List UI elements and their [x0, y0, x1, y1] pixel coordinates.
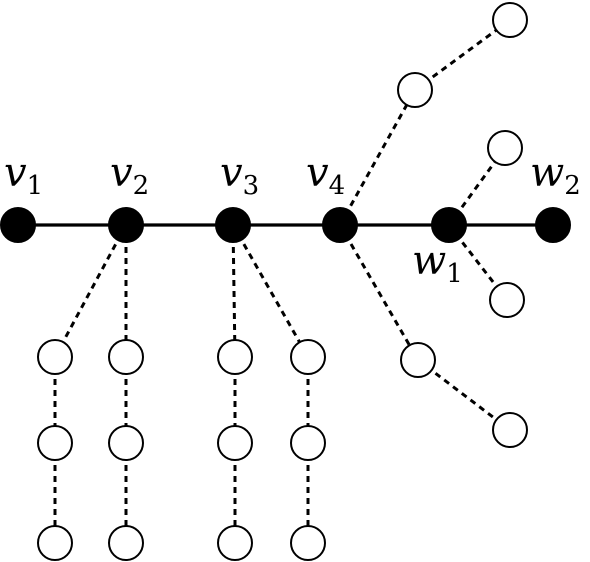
node-d1	[290, 339, 326, 375]
edge-v2-a1	[53, 224, 128, 358]
node-h1	[489, 282, 525, 318]
node-a3	[37, 525, 73, 561]
node-d3	[290, 525, 326, 561]
node-e2	[492, 2, 528, 38]
node-v2	[108, 207, 144, 243]
node-labels: v1 v2 v3 v4 w1 w2	[4, 150, 581, 289]
node-f2	[492, 412, 528, 448]
node-c3	[217, 525, 253, 561]
node-v1	[0, 207, 36, 243]
label-v1: v1	[4, 150, 43, 201]
main-path-nodes	[0, 207, 571, 243]
open-nodes	[37, 2, 528, 561]
node-c1	[217, 339, 253, 375]
edge-v3-c1	[231, 224, 237, 358]
node-b3	[108, 525, 144, 561]
edge-e1-e2	[414, 18, 511, 92]
node-e1	[397, 72, 433, 108]
label-v3: v3	[220, 150, 259, 201]
node-c2	[217, 425, 253, 461]
node-b2	[108, 425, 144, 461]
edge-v4-e1	[338, 89, 417, 226]
label-v2: v2	[110, 150, 149, 201]
node-b1	[108, 339, 144, 375]
node-w1	[431, 207, 467, 243]
node-v3	[215, 207, 251, 243]
node-d2	[290, 425, 326, 461]
label-w2: w2	[530, 150, 581, 201]
edge-f1-f2	[417, 358, 511, 432]
label-v4: v4	[306, 150, 345, 201]
node-v4	[322, 207, 358, 243]
node-w2	[535, 207, 571, 243]
edge-v3-d1	[231, 224, 310, 358]
label-w1: w1	[412, 238, 463, 289]
edge-v4-f1	[338, 224, 420, 361]
node-a1	[37, 339, 73, 375]
node-g1	[487, 130, 523, 166]
node-a2	[37, 425, 73, 461]
node-f1	[400, 342, 436, 378]
